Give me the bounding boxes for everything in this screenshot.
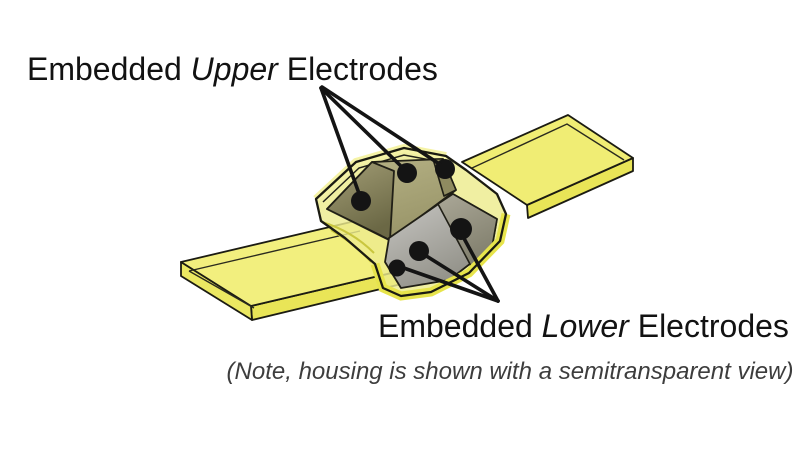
pointer-lines: [319, 85, 500, 303]
upper-electrode-dot: [351, 191, 371, 211]
left-wing-inset-line: [188, 230, 361, 309]
upper-label-emphasis: Upper: [190, 51, 278, 87]
upper-label-prefix: Embedded: [27, 51, 191, 87]
lower-pointer-line: [396, 264, 500, 303]
lower-electrodes-label: Embedded Lower Electrodes: [378, 310, 789, 342]
right-wing-top-face: [461, 114, 634, 206]
right-wing-inset-line: [471, 123, 625, 169]
upper-electrodes-label: Embedded Upper Electrodes: [27, 53, 438, 85]
lower-electrode-dot: [388, 259, 406, 277]
lower-pointer-line: [418, 250, 500, 303]
electrode-dots: [351, 159, 472, 261]
upper-pointer-line: [319, 86, 408, 173]
ghost-wing-edge: [321, 221, 375, 254]
upper-pointer-line: [319, 86, 363, 201]
lower-label-emphasis: Lower: [541, 308, 629, 344]
lower-electrode-dot: [450, 218, 472, 240]
lower-label-suffix: Electrodes: [628, 308, 789, 344]
right-wing: [461, 114, 634, 219]
upper-pointer-line: [320, 85, 446, 169]
lower-pointer-line: [458, 229, 500, 303]
transparency-note: (Note, housing is shown with a semitrans…: [226, 358, 794, 385]
upper-label-suffix: Electrodes: [277, 51, 438, 87]
housing-outline: [314, 146, 508, 298]
lower-label-prefix: Embedded: [378, 308, 542, 344]
